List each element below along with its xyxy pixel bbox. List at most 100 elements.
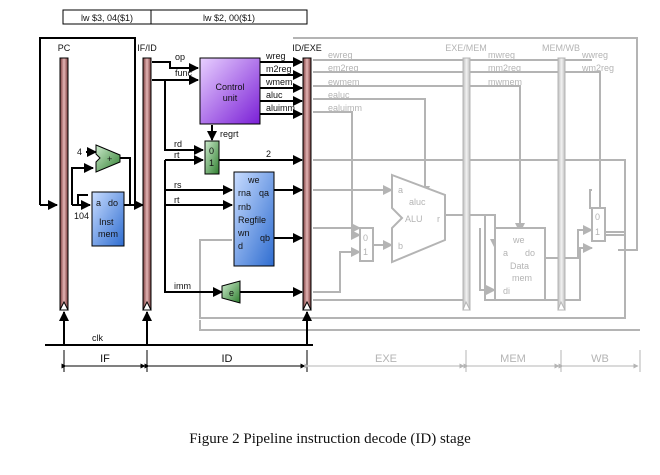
sig-mwreg: mwreg: [488, 50, 515, 60]
dmem-data: Data: [510, 261, 529, 271]
exe-mux-1: 1: [363, 247, 368, 257]
sig-aluc: aluc: [266, 90, 283, 100]
exe-mux-0: 0: [363, 233, 368, 243]
register-clock-triangles: [59, 300, 312, 311]
sig-m2reg: m2reg: [266, 64, 292, 74]
inactive-stages: [199, 37, 640, 331]
rf-qb: qb: [260, 233, 270, 243]
stage-exe: EXE: [375, 353, 397, 365]
if-id-register: [142, 57, 152, 311]
sig-wm2reg: wm2reg: [581, 63, 614, 73]
sig-mwmem: mwmem: [488, 77, 522, 87]
stage-timeline: [61, 350, 641, 372]
wb-mux: 0 1: [591, 207, 606, 242]
instruction-fields: op func rd rt rs rt imm: [174, 52, 193, 291]
mem-signals: mwreg mm2reg mwmem: [488, 50, 522, 87]
gray-clock-triangles: [462, 300, 566, 311]
rf-wn: wn: [237, 228, 250, 238]
rf-rna: rna: [238, 188, 251, 198]
mux-input-0: 0: [209, 146, 214, 156]
dmem-we: we: [512, 235, 525, 245]
exe-signals: ewreg em2reg ewmem ealuc ealuimm: [328, 50, 362, 113]
figure-caption: Figure 2 Pipeline instruction decode (ID…: [189, 431, 471, 447]
register-file: we rna qa rnb Regfile wn qb d: [233, 171, 275, 267]
field-rd: rd: [174, 139, 182, 149]
field-op: op: [175, 52, 185, 62]
control-unit-label-2: unit: [223, 93, 238, 103]
rf-we: we: [247, 175, 260, 185]
alu-src-mux: 0 1: [359, 227, 374, 262]
rf-rnb: rnb: [238, 202, 251, 212]
pc-increment: 4: [77, 147, 82, 157]
sig-wreg: wreg: [265, 51, 286, 61]
pc-register: [59, 57, 69, 311]
instruction-exe: lw $3, 04($1): [81, 13, 133, 23]
instruction-memory: a do Inst mem: [91, 191, 125, 247]
exe-mem-label: EXE/MEM: [445, 43, 487, 53]
if-id-label: IF/ID: [137, 43, 157, 53]
active-wires: [39, 37, 313, 346]
sig-aluimm: aluimm: [266, 103, 295, 113]
stage-if: IF: [100, 353, 110, 365]
dmem-di: di: [503, 286, 510, 296]
alu-b: b: [398, 241, 403, 251]
rf-d: d: [238, 241, 243, 251]
rf-qa: qa: [259, 188, 269, 198]
extender-e: e: [229, 288, 234, 298]
control-unit-label: Control: [215, 82, 244, 92]
stage-mem: MEM: [500, 353, 526, 365]
sign-extender: e: [221, 280, 241, 304]
id-exe-register: [302, 57, 312, 311]
alu-label: ALU: [405, 214, 423, 224]
sig-ewmem: ewmem: [328, 77, 360, 87]
imem-do: do: [108, 198, 118, 208]
wb-mux-0: 0: [595, 212, 600, 222]
mem-wb-label: MEM/WB: [542, 43, 580, 53]
field-rt-2: rt: [174, 195, 180, 205]
field-imm: imm: [174, 281, 191, 291]
id-exe-label: ID/EXE: [292, 43, 322, 53]
dest-value: 2: [266, 149, 271, 159]
sig-mm2reg: mm2reg: [488, 63, 521, 73]
wb-mux-1: 1: [595, 227, 600, 237]
sig-ealuc: ealuc: [328, 90, 350, 100]
field-rt: rt: [174, 150, 180, 160]
sig-em2reg: em2reg: [328, 63, 359, 73]
imem-inst: Inst: [99, 217, 114, 227]
alu: a aluc ALU r b: [391, 173, 446, 264]
dmem-mem: mem: [512, 273, 532, 283]
sig-wwreg: wwreg: [581, 50, 608, 60]
pc-value: 104: [74, 211, 89, 221]
imem-a: a: [96, 198, 101, 208]
mem-wb-register: [557, 57, 566, 311]
wb-signals: wwreg wm2reg: [581, 50, 614, 73]
pc-adder: +: [95, 144, 121, 173]
control-signals: wreg m2reg wmem aluc aluimm: [265, 51, 295, 113]
instruction-id: lw $2, 00($1): [203, 13, 255, 23]
alu-r: r: [437, 214, 440, 224]
regrt-label: regrt: [220, 129, 239, 139]
instruction-header: lw $3, 04($1) lw $2, 00($1): [62, 9, 308, 25]
field-rs: rs: [174, 180, 182, 190]
exe-mem-register: [462, 57, 471, 311]
regrt-mux: 0 1: [204, 140, 220, 175]
alu-aluc: aluc: [409, 197, 426, 207]
mux-input-1: 1: [209, 158, 214, 168]
data-memory: we a do Data mem di: [494, 227, 546, 301]
control-unit: Control unit: [199, 57, 261, 125]
pipeline-diagram: lw $3, 04($1) lw $2, 00($1) a alu: [39, 9, 641, 372]
stage-id: ID: [222, 353, 233, 365]
dmem-a: a: [503, 248, 508, 258]
clock-label: clk: [92, 333, 103, 343]
sig-wmem: wmem: [265, 77, 293, 87]
dmem-do: do: [525, 248, 535, 258]
sig-ealuimm: ealuimm: [328, 103, 362, 113]
sig-ewreg: ewreg: [328, 50, 353, 60]
adder-plus: +: [107, 154, 112, 164]
imem-mem: mem: [98, 229, 118, 239]
stage-wb: WB: [591, 353, 609, 365]
pc-label: PC: [58, 43, 71, 53]
rf-title: Regfile: [238, 215, 266, 225]
field-func: func: [175, 68, 193, 78]
alu-a: a: [398, 185, 403, 195]
